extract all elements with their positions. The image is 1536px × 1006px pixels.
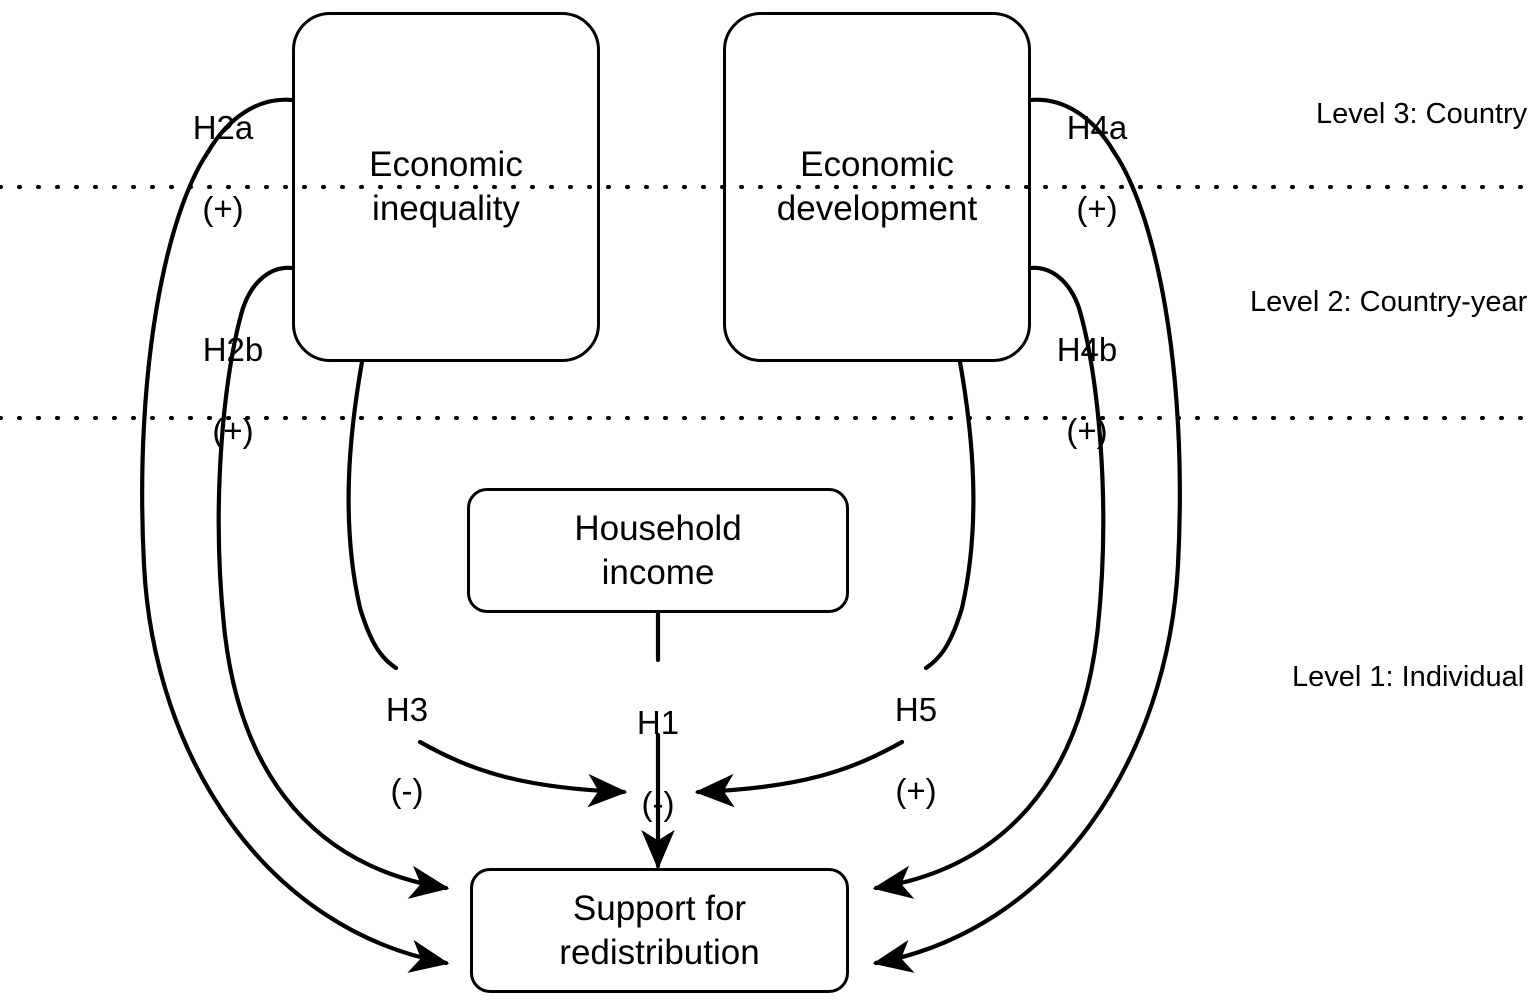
path-h4a-main <box>872 149 1182 973</box>
node-economic-development[interactable]: Economic development <box>723 12 1031 362</box>
node-household-income[interactable]: Household income <box>467 488 849 613</box>
path-h4b <box>1027 265 1082 311</box>
node-economic-inequality[interactable]: Economic inequality <box>292 12 600 362</box>
path-h3-arrow <box>417 739 628 808</box>
path-h2a <box>205 97 295 155</box>
path-h5-arrow <box>694 739 905 808</box>
node-household-income-label: Household income <box>574 508 742 592</box>
path-h2a-main <box>140 149 450 973</box>
level-label-country: Level 3: Country <box>1316 98 1528 130</box>
path-h4b-main <box>872 305 1106 899</box>
level-label-individual: Level 1: Individual <box>1292 661 1525 693</box>
node-economic-inequality-label: Economic inequality <box>369 145 523 228</box>
path-h3 <box>346 359 399 671</box>
level-label-country-year: Level 2: Country-year <box>1250 286 1528 318</box>
path-h4a <box>1027 97 1117 155</box>
node-economic-development-label: Economic development <box>776 145 978 228</box>
path-h2b-main <box>216 305 450 899</box>
path-h5 <box>923 359 976 671</box>
node-support-for-redistribution-label: Support for redistribution <box>559 888 760 972</box>
node-support-for-redistribution[interactable]: Support for redistribution <box>470 868 849 993</box>
path-h2b <box>240 265 295 311</box>
